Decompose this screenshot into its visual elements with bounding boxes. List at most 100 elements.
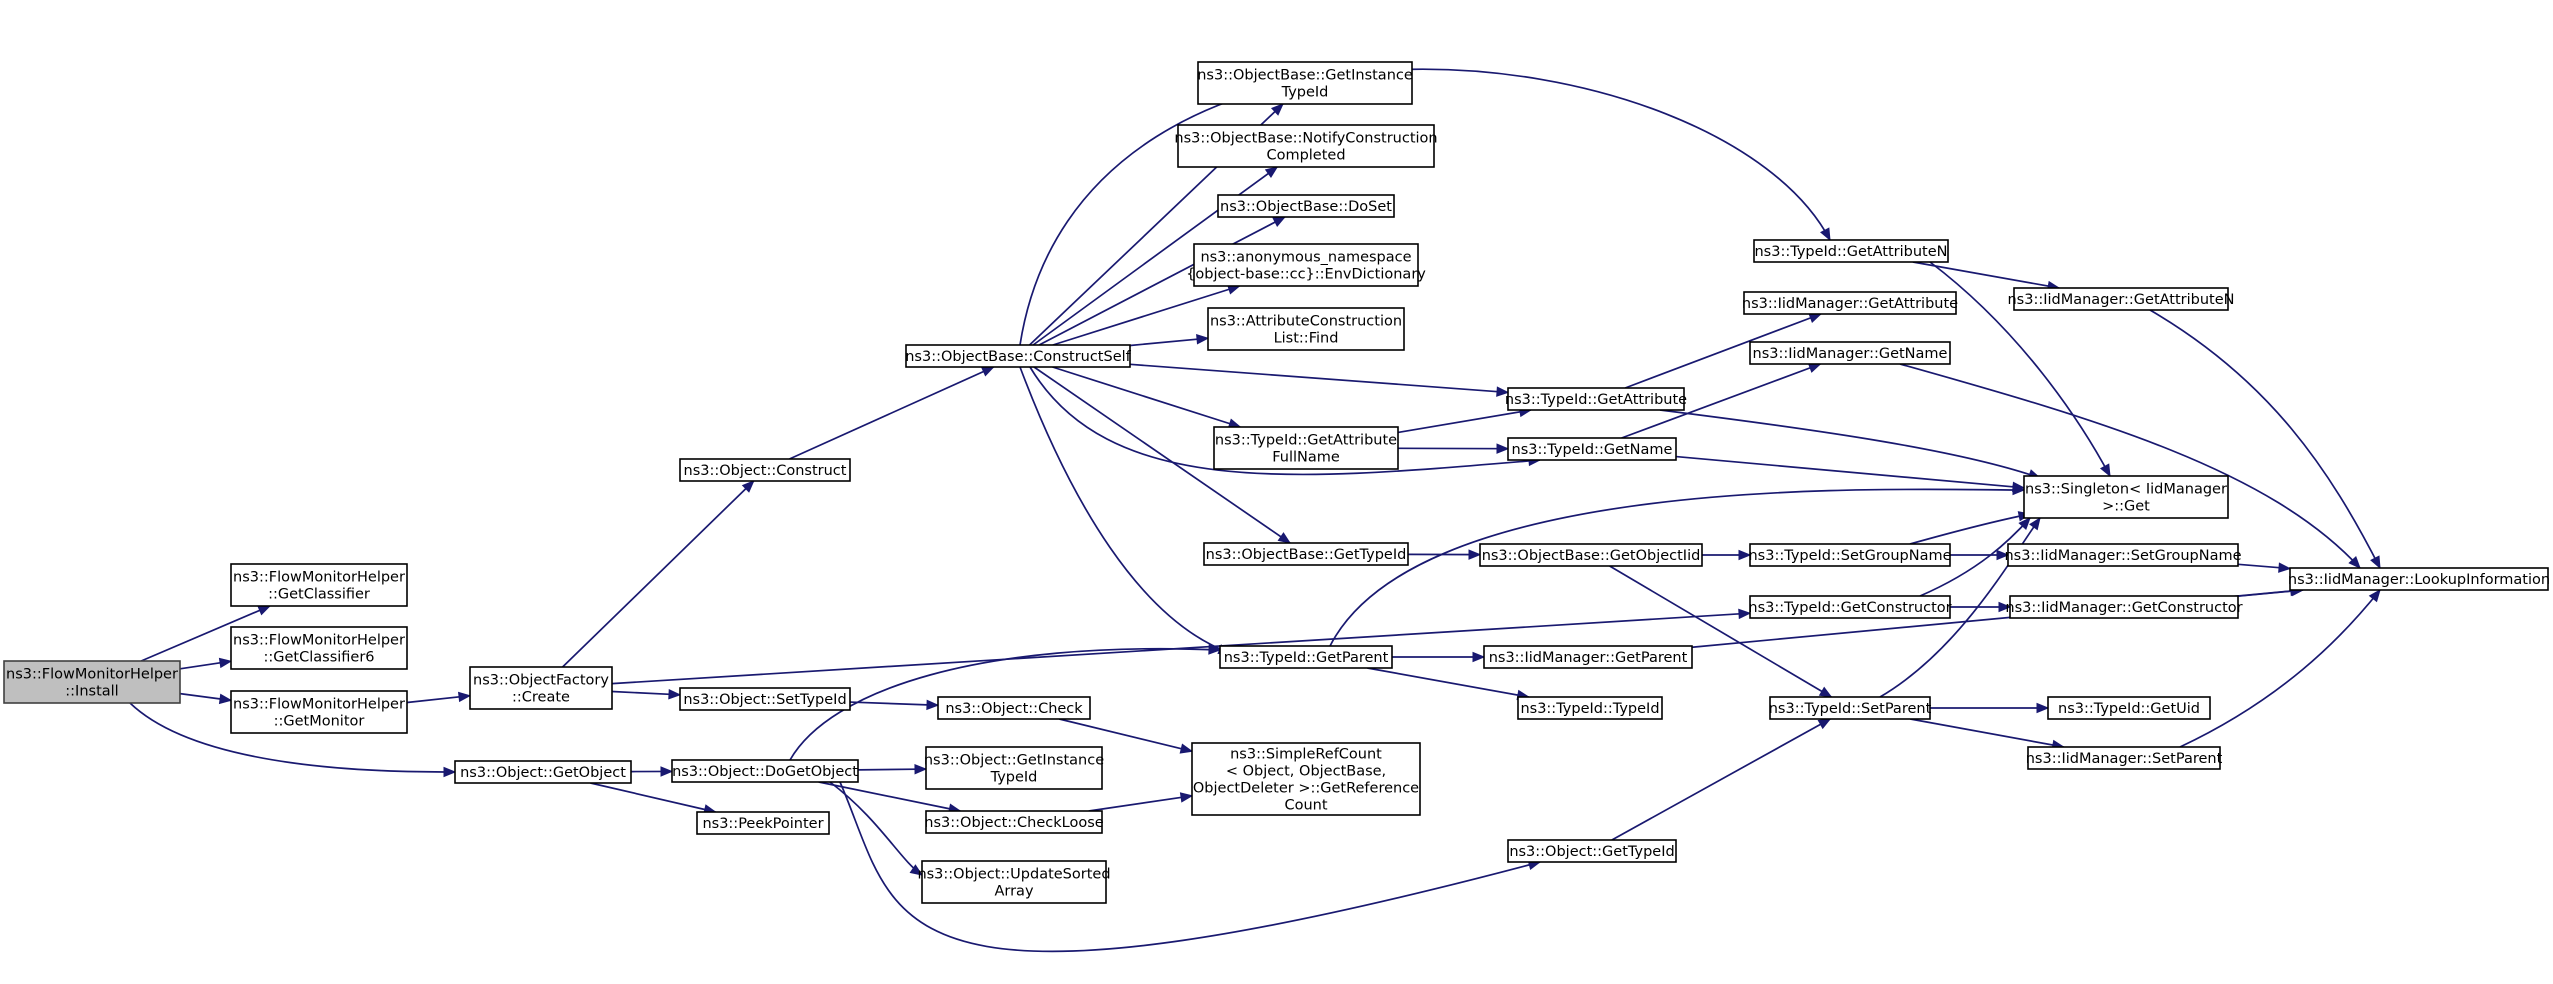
node-peekPointer[interactable]: ns3::PeekPointer	[696, 811, 830, 835]
node-tidTypeId[interactable]: ns3::TypeId::TypeId	[1517, 696, 1663, 720]
node-label: ns3::IidManager::SetParent	[2026, 751, 2223, 767]
node-box	[1177, 124, 1435, 168]
node-lookupInformation[interactable]: ns3::IidManager::LookupInformation	[2288, 567, 2550, 591]
node-label: ns3::TypeId::GetConstructor	[1748, 600, 1951, 616]
node-getAttribute[interactable]: ns3::TypeId::GetAttribute	[1505, 387, 1687, 411]
node-iidGetAttributeN[interactable]: ns3::IidManager::GetAttributeN	[2007, 287, 2235, 311]
node-check[interactable]: ns3::Object::Check	[937, 696, 1091, 720]
node-box	[469, 666, 613, 710]
edge-getObject-to-peekPointer	[590, 782, 717, 815]
node-label: ::GetClassifier6	[263, 650, 374, 666]
node-obGetTypeId[interactable]: ns3::ObjectBase::GetTypeId	[1203, 542, 1409, 566]
edge-setParent-to-singletonGet	[1879, 516, 2041, 698]
edge-check-to-simpleRefCount	[1059, 718, 1194, 754]
node-label: ns3::Object::GetTypeId	[1509, 844, 1674, 860]
node-iidGetAttribute[interactable]: ns3::IidManager::GetAttribute	[1742, 291, 1958, 315]
node-box	[1749, 341, 1951, 365]
node-label: ns3::Object::CheckLoose	[924, 815, 1103, 831]
edge-getAttributeFullName-to-getName	[1397, 443, 1510, 454]
node-box	[679, 687, 851, 711]
node-iidSetGroupName[interactable]: ns3::IidManager::SetGroupName	[2004, 543, 2242, 567]
node-getName[interactable]: ns3::TypeId::GetName	[1507, 437, 1677, 461]
node-box	[2047, 696, 2211, 720]
edge-constructSelf-to-getAttributeN	[1019, 68, 1831, 346]
edge-getAttributeN-to-singletonGet	[1929, 261, 2111, 478]
node-label: ns3::Object::UpdateSorted	[917, 867, 1110, 883]
node-box	[1769, 696, 1931, 720]
node-label: ns3::Object::SetTypeId	[683, 692, 846, 708]
node-getObject[interactable]: ns3::Object::GetObject	[454, 760, 632, 784]
edge-iidGetAttributeN-to-lookupInformation	[2149, 309, 2381, 570]
node-checkLoose[interactable]: ns3::Object::CheckLoose	[924, 810, 1104, 834]
node-label: ::GetClassifier	[268, 587, 370, 603]
node-box	[905, 344, 1131, 368]
node-label: ns3::IidManager::GetAttribute	[1742, 296, 1958, 312]
node-box	[2009, 595, 2239, 619]
node-getUid[interactable]: ns3::TypeId::GetUid	[2047, 696, 2211, 720]
node-box	[230, 690, 408, 734]
node-box	[3, 660, 181, 704]
node-getAttributeN[interactable]: ns3::TypeId::GetAttributeN	[1753, 239, 1949, 263]
node-label: ns3::Object::Construct	[684, 463, 847, 479]
edge-install-to-getObject	[129, 702, 457, 778]
node-label: ns3::ObjectBase::DoSet	[1220, 199, 1392, 215]
node-iidGetParent[interactable]: ns3::IidManager::GetParent	[1483, 645, 1693, 669]
node-box	[454, 760, 632, 784]
edge-setGroupName-to-singletonGet	[1909, 511, 2032, 545]
node-getMonitor[interactable]: ns3::FlowMonitorHelper::GetMonitor	[230, 690, 408, 734]
edge-setParent-to-iidSetParent	[1910, 718, 2066, 751]
node-label: {object-base::cc}::EnvDictionary	[1186, 267, 1426, 283]
node-label: ns3::ObjectBase::GetObjectIid	[1482, 548, 1701, 564]
node-label: ns3::FlowMonitorHelper	[233, 697, 405, 713]
function-nodes: ns3::FlowMonitorHelper::Installns3::Flow…	[3, 61, 2550, 904]
node-label: ::Create	[512, 690, 570, 706]
node-label: ns3::ObjectBase::GetInstance	[1197, 68, 1413, 84]
node-iidGetConstructor[interactable]: ns3::IidManager::GetConstructor	[2005, 595, 2243, 619]
node-iidGetName[interactable]: ns3::IidManager::GetName	[1749, 341, 1951, 365]
node-setParent[interactable]: ns3::TypeId::SetParent	[1769, 696, 1932, 720]
node-getObjectIid[interactable]: ns3::ObjectBase::GetObjectIid	[1479, 543, 1703, 567]
node-label: Count	[1284, 798, 1327, 814]
node-doGetObject[interactable]: ns3::Object::DoGetObject	[671, 759, 859, 783]
node-iidSetParent[interactable]: ns3::IidManager::SetParent	[2026, 746, 2223, 770]
edge-install-to-getMonitor	[179, 692, 233, 705]
edge-getConstructor-to-iidGetConstructor	[1950, 601, 2012, 613]
node-label: ns3::ObjectFactory	[473, 673, 609, 689]
node-objGetTypeId[interactable]: ns3::Object::GetTypeId	[1507, 839, 1677, 863]
node-constructSelf[interactable]: ns3::ObjectBase::ConstructSelf	[905, 344, 1132, 368]
node-label: ns3::AttributeConstruction	[1210, 314, 1402, 330]
node-box	[1219, 645, 1393, 669]
edge-getAttribute-to-singletonGet	[1659, 409, 2042, 480]
edge-getConstructor-to-singletonGet	[1919, 517, 2031, 597]
node-setTypeId[interactable]: ns3::Object::SetTypeId	[679, 687, 851, 711]
node-box	[230, 563, 408, 607]
node-setGroupName[interactable]: ns3::TypeId::SetGroupName	[1748, 543, 1952, 567]
node-ofCreate[interactable]: ns3::ObjectFactory::Create	[469, 666, 613, 710]
edge-getObject-to-doGetObject	[630, 766, 674, 777]
node-box	[1203, 542, 1409, 566]
node-envDictionary[interactable]: ns3::anonymous_namespace{object-base::cc…	[1186, 243, 1426, 287]
node-getParent[interactable]: ns3::TypeId::GetParent	[1219, 645, 1393, 669]
node-getClassifier[interactable]: ns3::FlowMonitorHelper::GetClassifier	[230, 563, 408, 607]
node-getConstructor[interactable]: ns3::TypeId::GetConstructor	[1748, 595, 1952, 619]
node-box	[2013, 287, 2229, 311]
node-singletonGet[interactable]: ns3::Singleton< IidManager >::Get	[2023, 475, 2229, 519]
node-box	[1193, 243, 1419, 287]
edge-constructSelf-to-getAttribute	[1129, 363, 1510, 397]
edge-ofCreate-to-construct	[561, 480, 755, 668]
node-construct[interactable]: ns3::Object::Construct	[679, 458, 851, 482]
node-label: ns3::TypeId::SetGroupName	[1748, 548, 1951, 564]
node-label: ns3::FlowMonitorHelper	[233, 570, 405, 586]
node-simpleRefCount[interactable]: ns3::SimpleRefCount< Object, ObjectBase,…	[1191, 742, 1421, 816]
edge-iidSetParent-to-lookupInformation	[2179, 588, 2381, 748]
node-install[interactable]: ns3::FlowMonitorHelper::Install	[3, 660, 181, 704]
node-label: ::Install	[65, 684, 118, 700]
node-getClassifier6[interactable]: ns3::FlowMonitorHelper::GetClassifier6	[230, 626, 408, 670]
node-notifyConstruction[interactable]: ns3::ObjectBase::NotifyConstructionCompl…	[1174, 124, 1438, 168]
node-doSet[interactable]: ns3::ObjectBase::DoSet	[1217, 194, 1395, 218]
